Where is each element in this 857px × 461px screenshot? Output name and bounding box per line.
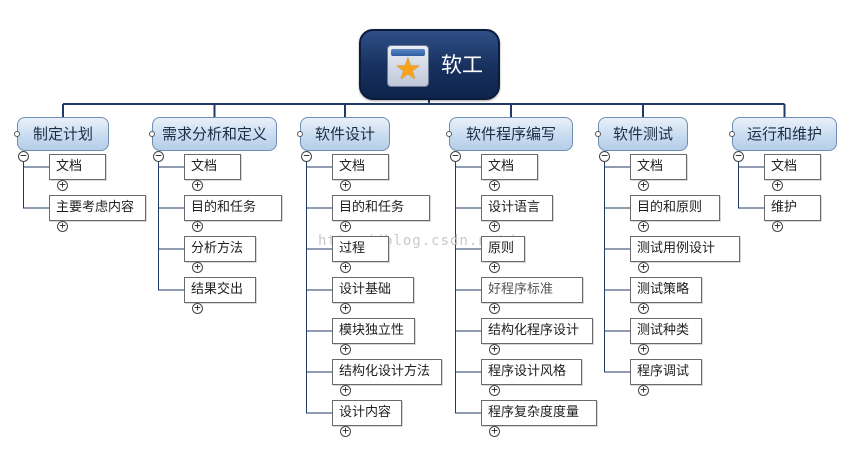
expand-icon[interactable]: + xyxy=(638,384,649,396)
connector-dot-icon xyxy=(729,131,735,137)
leaf-node[interactable]: 文档 xyxy=(481,154,538,180)
connector-dot-icon xyxy=(149,131,155,137)
expand-icon[interactable]: + xyxy=(638,261,649,273)
expand-icon[interactable]: + xyxy=(489,261,500,273)
root-title: 软工 xyxy=(441,53,483,77)
leaf-node[interactable]: 模块独立性 xyxy=(332,318,415,344)
expand-icon[interactable]: + xyxy=(192,261,203,273)
leaf-node[interactable]: 设计基础 xyxy=(332,277,414,303)
expand-icon[interactable]: + xyxy=(340,302,351,314)
expand-icon[interactable]: + xyxy=(638,343,649,355)
collapse-icon[interactable]: − xyxy=(599,150,610,162)
leaf-node[interactable]: 文档 xyxy=(764,154,821,180)
leaf-node[interactable]: 设计内容 xyxy=(332,400,402,426)
expand-icon[interactable]: + xyxy=(489,384,500,396)
expand-icon[interactable]: + xyxy=(340,425,351,437)
leaf-node[interactable]: 原则 xyxy=(481,236,525,262)
leaf-node[interactable]: 程序调试 xyxy=(630,359,702,385)
leaf-node[interactable]: 程序复杂度度量 xyxy=(481,400,597,426)
expand-icon[interactable]: + xyxy=(340,343,351,355)
expand-icon[interactable]: + xyxy=(772,179,783,191)
branch-node[interactable]: 需求分析和定义 xyxy=(152,117,277,151)
expand-icon[interactable]: + xyxy=(489,220,500,232)
expand-icon[interactable]: + xyxy=(638,302,649,314)
connector-dot-icon xyxy=(446,131,452,137)
connector-dot-icon xyxy=(14,131,20,137)
expand-icon[interactable]: + xyxy=(57,179,68,191)
leaf-node[interactable]: 文档 xyxy=(49,154,106,180)
leaf-node[interactable]: 文档 xyxy=(332,154,389,180)
leaf-node[interactable]: 测试种类 xyxy=(630,318,702,344)
collapse-icon[interactable]: − xyxy=(733,150,744,162)
collapse-icon[interactable]: − xyxy=(153,150,164,162)
branch-node[interactable]: 软件测试 xyxy=(598,117,688,151)
expand-icon[interactable]: + xyxy=(489,343,500,355)
expand-icon[interactable]: + xyxy=(489,425,500,437)
expand-icon[interactable]: + xyxy=(489,302,500,314)
leaf-node[interactable]: 目的和原则 xyxy=(630,195,720,221)
leaf-node[interactable]: 好程序标准 xyxy=(481,277,583,303)
collapse-icon[interactable]: − xyxy=(18,150,29,162)
expand-icon[interactable]: + xyxy=(340,179,351,191)
leaf-node[interactable]: 过程 xyxy=(332,236,389,262)
leaf-node[interactable]: 测试用例设计 xyxy=(630,236,740,262)
collapse-icon[interactable]: − xyxy=(450,150,461,162)
expand-icon[interactable]: + xyxy=(638,220,649,232)
leaf-node[interactable]: 目的和任务 xyxy=(332,195,430,221)
expand-icon[interactable]: + xyxy=(340,261,351,273)
expand-icon[interactable]: + xyxy=(340,220,351,232)
leaf-node[interactable]: 维护 xyxy=(764,195,821,221)
leaf-node[interactable]: 主要考虑内容 xyxy=(49,195,146,221)
connector-dot-icon xyxy=(297,131,303,137)
branch-node[interactable]: 软件设计 xyxy=(300,117,390,151)
expand-icon[interactable]: + xyxy=(57,220,68,232)
expand-icon[interactable]: + xyxy=(192,302,203,314)
expand-icon[interactable]: + xyxy=(340,384,351,396)
expand-icon[interactable]: + xyxy=(772,220,783,232)
branch-node[interactable]: 制定计划 xyxy=(17,117,109,151)
expand-icon[interactable]: + xyxy=(489,179,500,191)
leaf-node[interactable]: 文档 xyxy=(184,154,241,180)
leaf-node[interactable]: 分析方法 xyxy=(184,236,256,262)
calendar-star-icon: ★ xyxy=(387,45,429,87)
leaf-node[interactable]: 目的和任务 xyxy=(184,195,282,221)
leaf-node[interactable]: 程序设计风格 xyxy=(481,359,582,385)
leaf-node[interactable]: 文档 xyxy=(630,154,687,180)
expand-icon[interactable]: + xyxy=(638,179,649,191)
expand-icon[interactable]: + xyxy=(192,220,203,232)
root-node[interactable]: ★ 软工 xyxy=(359,29,500,100)
collapse-icon[interactable]: − xyxy=(301,150,312,162)
branch-node[interactable]: 运行和维护 xyxy=(732,117,837,151)
leaf-node[interactable]: 设计语言 xyxy=(481,195,553,221)
connector-dot-icon xyxy=(595,131,601,137)
expand-icon[interactable]: + xyxy=(192,179,203,191)
branch-node[interactable]: 软件程序编写 xyxy=(449,117,573,151)
leaf-node[interactable]: 结构化设计方法 xyxy=(332,359,442,385)
leaf-node[interactable]: 测试策略 xyxy=(630,277,702,303)
leaf-node[interactable]: 结果交出 xyxy=(184,277,256,303)
leaf-node[interactable]: 结构化程序设计 xyxy=(481,318,593,344)
